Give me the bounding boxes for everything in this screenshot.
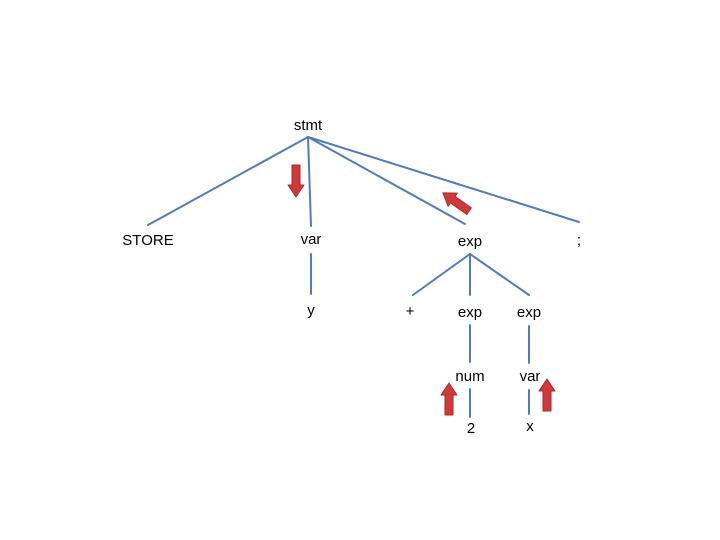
node-two: 2 [467, 420, 475, 437]
node-var-bottom: var [520, 368, 541, 385]
edge-stmt-to-store [147, 136, 309, 226]
node-x: x [526, 418, 534, 435]
arrows-layer [287, 164, 556, 416]
arrow-up-left-exp-icon [442, 192, 472, 215]
node-store: STORE [122, 232, 173, 249]
arrow-down-var-icon [287, 164, 305, 198]
edge-stmt-to-semicolon [307, 136, 580, 223]
arrow-up-num-icon [440, 382, 458, 416]
node-var-top: var [301, 231, 322, 248]
edge-stmt-to-exp-top [307, 136, 466, 225]
node-exp-right: exp [517, 304, 541, 321]
node-plus: + [406, 303, 415, 320]
edges-layer [147, 136, 580, 418]
edge-exp-top-to-plus [412, 253, 471, 296]
labels-layer: stmt STORE var exp ; y + exp exp num var… [122, 117, 581, 437]
edge-exp-top-to-exp-right [469, 253, 530, 296]
node-num: num [455, 368, 484, 385]
node-exp-top: exp [458, 233, 482, 250]
node-semicolon: ; [577, 232, 581, 249]
node-exp-left: exp [458, 304, 482, 321]
node-stmt: stmt [294, 117, 323, 134]
edge-stmt-to-var-top [307, 136, 312, 227]
arrow-up-var-icon [538, 378, 556, 412]
node-y: y [307, 302, 315, 319]
